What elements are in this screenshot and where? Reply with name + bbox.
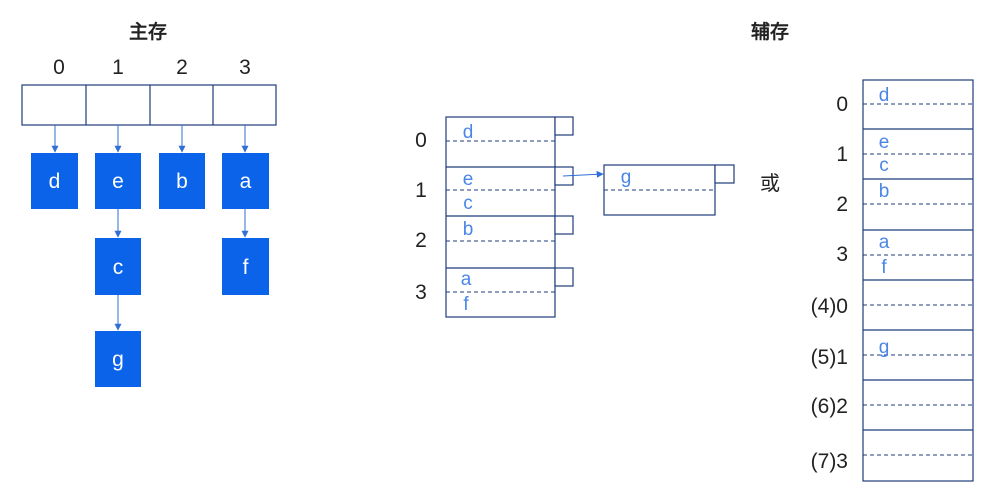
block-label: (6)2	[811, 395, 848, 418]
bucket-pointer	[554, 116, 574, 136]
block-key: e	[879, 132, 890, 153]
main-slot-index-2: 2	[176, 56, 188, 79]
block-key: g	[879, 337, 890, 358]
block-key: f	[881, 257, 887, 278]
chain-node-f	[222, 238, 269, 295]
block-key: c	[879, 155, 889, 176]
aux-memory-title: 辅存	[751, 20, 789, 43]
block-label: (4)0	[811, 295, 848, 318]
chain-node-label: g	[112, 348, 124, 371]
aux-linked-buckets: 0 1 2 3 d e c b a f g	[415, 116, 735, 318]
bucket-key: f	[463, 294, 469, 315]
chain-node-c	[95, 238, 141, 295]
bucket-key: b	[463, 219, 474, 240]
main-slot-index-3: 3	[239, 56, 251, 79]
chain-node-a	[222, 153, 269, 209]
bucket-pointer	[554, 215, 574, 235]
bucket-key: c	[463, 193, 473, 214]
bucket-key: a	[461, 269, 472, 290]
chain-node-e	[95, 153, 141, 209]
or-connector: 或	[760, 171, 780, 195]
bucket-key: e	[463, 169, 474, 190]
block-key: a	[879, 232, 890, 253]
chain-node-label: e	[112, 170, 124, 193]
block-label: (5)1	[811, 346, 848, 369]
block-label: 1	[836, 143, 848, 166]
bucket-index-0: 0	[415, 129, 427, 152]
block-label: 2	[836, 193, 848, 216]
main-index-array: 0 1 2 3	[21, 56, 277, 126]
bucket-pointer	[554, 267, 574, 287]
main-slot-index-0: 0	[53, 56, 65, 79]
chain-node-g	[95, 331, 141, 387]
main-index-array-frame	[21, 84, 277, 126]
block-key: b	[879, 181, 890, 202]
chain-node-d	[31, 153, 78, 209]
chain-node-label: b	[176, 170, 188, 193]
main-slot-index-1: 1	[112, 56, 124, 79]
block-label: (7)3	[811, 450, 848, 473]
chain-node-label: a	[240, 170, 252, 193]
main-memory-title: 主存	[129, 20, 167, 43]
overflow-arrow	[562, 170, 604, 178]
bucket-index-3: 3	[415, 281, 427, 304]
bucket-index-1: 1	[415, 179, 427, 202]
chain-node-label: c	[113, 256, 124, 279]
aux-sequential-blocks: 0 1 2 3 (4)0 (5)1 (6)2 (7)3 d e c b a f …	[811, 79, 974, 482]
chain-node-b	[159, 153, 205, 209]
block-label: 3	[836, 243, 848, 266]
chain-node-label: f	[243, 256, 249, 279]
block-key: d	[879, 85, 890, 106]
bucket-index-2: 2	[415, 229, 427, 252]
overflow-key: g	[621, 167, 632, 188]
block-label: 0	[836, 93, 848, 116]
main-chains: d e b a c f g	[31, 125, 269, 387]
chain-node-label: d	[49, 170, 61, 193]
overflow-pointer	[714, 164, 735, 184]
bucket-key: d	[463, 122, 474, 143]
